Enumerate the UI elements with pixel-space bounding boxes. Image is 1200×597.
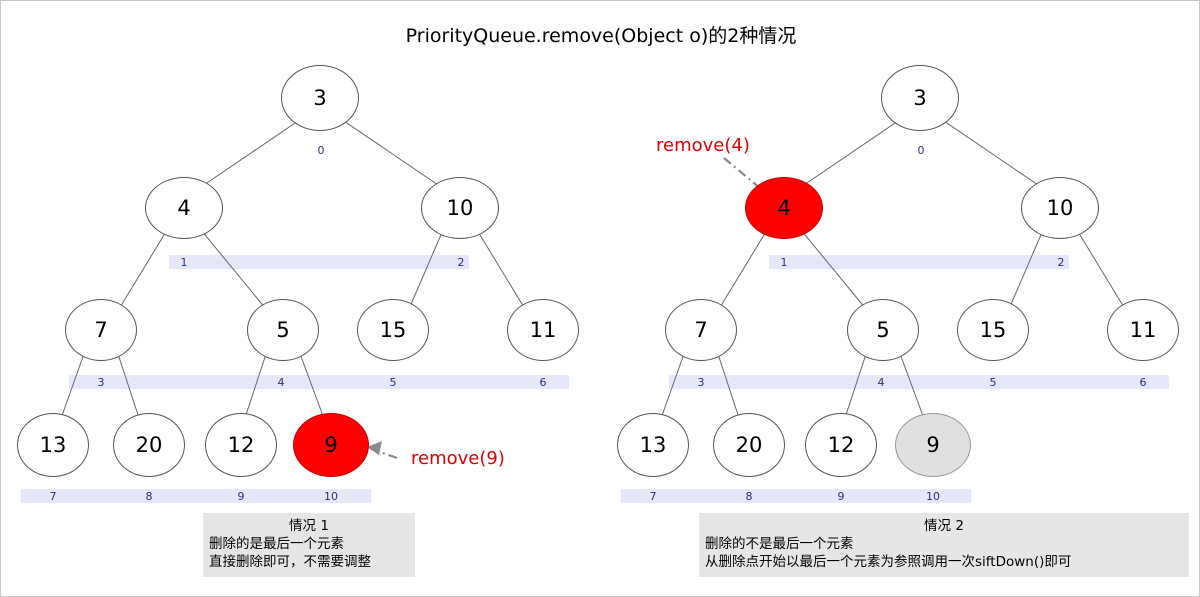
node-right-9[interactable]: 12: [805, 413, 877, 477]
node-index-right-2: 2: [1057, 256, 1065, 269]
node-left-6[interactable]: 11: [507, 299, 579, 361]
node-index-left-10: 10: [324, 490, 338, 503]
node-value: 15: [979, 318, 1007, 342]
row-band-right-1: [769, 255, 1069, 269]
node-left-0[interactable]: 3: [281, 65, 359, 131]
annotation-remove-left: remove(9): [411, 448, 505, 469]
node-index-left-6: 6: [539, 376, 547, 389]
caption-left-heading: 情况 1: [289, 518, 329, 534]
node-value: 11: [529, 318, 557, 342]
node-value: 9: [926, 433, 940, 457]
node-value: 10: [446, 196, 474, 220]
node-index-right-3: 3: [697, 376, 705, 389]
node-left-10[interactable]: 9: [293, 413, 369, 477]
page-title: PriorityQueue.remove(Object o)的2种情况: [405, 25, 797, 47]
node-value: 5: [876, 318, 890, 342]
node-index-right-5: 5: [989, 376, 997, 389]
node-left-9[interactable]: 12: [205, 413, 277, 477]
node-value: 12: [227, 433, 255, 457]
caption-right-line-1: 删除的不是最后一个元素: [705, 536, 854, 552]
annotation-remove-right: remove(4): [656, 135, 750, 156]
caption-right-line-2: 从删除点开始以最后一个元素为参照调用一次siftDown()即可: [705, 554, 1072, 570]
row-band-left-2: [69, 375, 569, 389]
row-band-left-3: [21, 489, 371, 503]
caption-right: 情况 2 删除的不是最后一个元素 从删除点开始以最后一个元素为参照调用一次sif…: [699, 513, 1189, 577]
node-index-right-0: 0: [917, 144, 925, 157]
node-right-6[interactable]: 11: [1107, 299, 1179, 361]
caption-right-heading: 情况 2: [924, 518, 964, 534]
node-right-7[interactable]: 13: [617, 413, 689, 477]
node-value: 20: [135, 433, 163, 457]
node-value: 7: [94, 318, 108, 342]
node-left-4[interactable]: 5: [247, 299, 319, 361]
row-band-left-1: [169, 255, 469, 269]
node-right-0[interactable]: 3: [881, 65, 959, 131]
node-value: 7: [694, 318, 708, 342]
node-right-10[interactable]: 9: [895, 413, 971, 477]
caption-left-line-2: 直接删除即可，不需要调整: [209, 554, 371, 570]
node-value: 12: [827, 433, 855, 457]
node-left-1[interactable]: 4: [145, 177, 223, 239]
node-right-8[interactable]: 20: [713, 413, 785, 477]
node-index-right-7: 7: [649, 490, 657, 503]
node-right-2[interactable]: 10: [1021, 177, 1099, 239]
caption-left-line-1: 删除的是最后一个元素: [209, 536, 344, 552]
node-index-left-0: 0: [317, 144, 325, 157]
node-index-left-1: 1: [180, 256, 188, 269]
arrow-head-left: [367, 441, 382, 455]
node-value: 4: [177, 196, 191, 220]
node-left-7[interactable]: 13: [17, 413, 89, 477]
node-value: 3: [313, 86, 327, 110]
node-right-1[interactable]: 4: [745, 177, 823, 239]
node-right-5[interactable]: 15: [957, 299, 1029, 361]
node-index-right-10: 10: [926, 490, 940, 503]
node-index-right-6: 6: [1139, 376, 1147, 389]
caption-left: 情况 1 删除的是最后一个元素 直接删除即可，不需要调整: [203, 513, 415, 577]
node-value: 13: [639, 433, 667, 457]
node-index-left-3: 3: [97, 376, 105, 389]
node-left-2[interactable]: 10: [421, 177, 499, 239]
node-value: 9: [324, 433, 338, 457]
node-index-left-2: 2: [457, 256, 465, 269]
node-value: 20: [735, 433, 763, 457]
node-right-4[interactable]: 5: [847, 299, 919, 361]
node-index-left-9: 9: [237, 490, 245, 503]
node-value: 3: [913, 86, 927, 110]
node-index-right-4: 4: [877, 376, 885, 389]
node-value: 5: [276, 318, 290, 342]
node-index-right-9: 9: [837, 490, 845, 503]
node-left-3[interactable]: 7: [65, 299, 137, 361]
node-index-left-7: 7: [49, 490, 57, 503]
node-value: 11: [1129, 318, 1157, 342]
row-band-right-2: [669, 375, 1169, 389]
node-index-right-1: 1: [780, 256, 788, 269]
node-index-left-5: 5: [389, 376, 397, 389]
node-left-8[interactable]: 20: [113, 413, 185, 477]
node-index-right-8: 8: [745, 490, 753, 503]
node-value: 15: [379, 318, 407, 342]
node-left-5[interactable]: 15: [357, 299, 429, 361]
row-band-right-3: [621, 489, 971, 503]
node-value: 4: [777, 196, 791, 220]
node-index-left-4: 4: [277, 376, 285, 389]
node-value: 13: [39, 433, 67, 457]
node-value: 10: [1046, 196, 1074, 220]
node-right-3[interactable]: 7: [665, 299, 737, 361]
node-index-left-8: 8: [145, 490, 153, 503]
